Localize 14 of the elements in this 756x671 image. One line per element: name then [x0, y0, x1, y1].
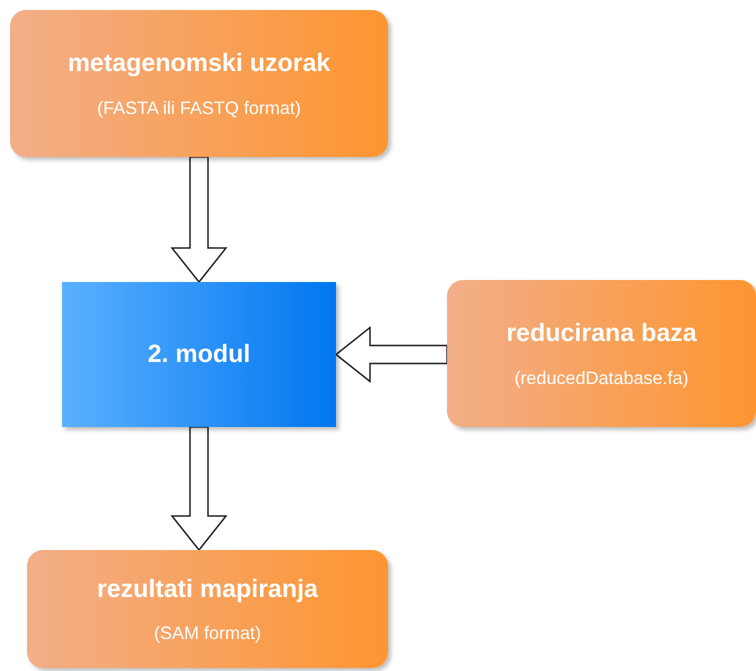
data-box: [10, 10, 388, 157]
process-box: [62, 282, 336, 427]
box-subtitle: (SAM format): [154, 623, 261, 644]
box-title: metagenomski uzorak: [66, 48, 332, 80]
box-subtitle: (FASTA ili FASTQ format): [97, 98, 301, 119]
data-box: [447, 280, 756, 427]
hollow-arrow: [334, 326, 448, 384]
hollow-arrow: [170, 156, 228, 284]
box-title: reducirana baza: [505, 318, 698, 350]
hollow-arrow: [170, 426, 228, 552]
data-box: [27, 550, 388, 668]
box-title: 2. modul: [146, 338, 252, 370]
box-title: rezultati mapiranja: [96, 574, 319, 605]
box-subtitle: (reducedDatabase.fa): [514, 368, 689, 389]
